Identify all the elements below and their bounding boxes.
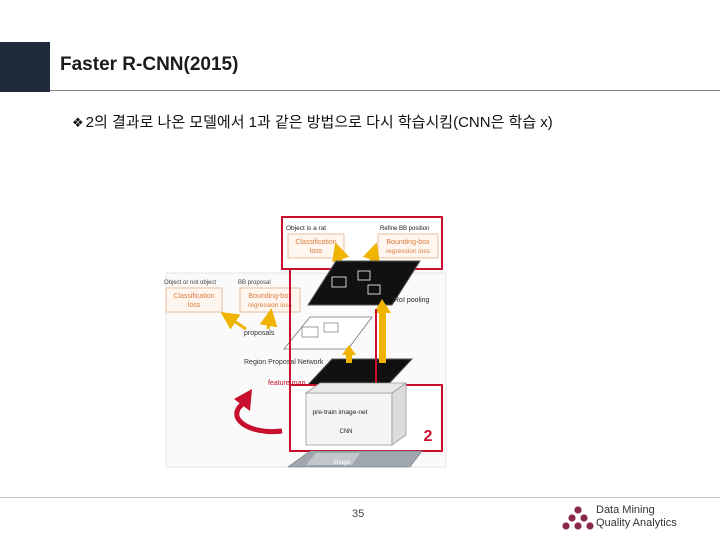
rpn-label: Region Proposal Network (244, 359, 324, 366)
page-title: Faster R-CNN(2015) (60, 54, 239, 75)
cnn-block-side (391, 382, 407, 446)
top-bbox-loss-box (377, 233, 439, 259)
roi-feature-layer (307, 260, 421, 306)
vertical-arrow-shaft (379, 309, 386, 363)
title-bar: Faster R-CNN(2015) (0, 42, 720, 92)
footer-divider (0, 497, 720, 498)
cnn-block (305, 392, 393, 446)
left-box-title-left: Object or not object (164, 280, 216, 286)
left-cls-loss-line2: loss (188, 302, 201, 309)
cnn-block-top (304, 382, 408, 394)
image-label: image (334, 460, 351, 466)
diagram-canvas: Object is a rat Refine BB position Class… (164, 216, 447, 468)
top-bb-loss-line1: Bounding-box (386, 239, 430, 246)
roi-pooling-label: RoI pooling (394, 297, 430, 304)
roi-region-b (357, 270, 371, 281)
arrow-to-left-bb-loss (259, 308, 278, 330)
top-cls-loss-line2: loss (310, 248, 323, 255)
bullet-item: ❖2의 결과로 나온 모델에서 1과 같은 방법으로 다시 학습시킴(CNN은 … (72, 111, 553, 132)
proposals-label: proposals (244, 330, 275, 337)
step-number-label: 2 (424, 428, 433, 445)
title-underline (50, 90, 720, 91)
red-curved-arrow (234, 400, 283, 435)
top-box-title-right: Refine BB position (380, 226, 429, 232)
logo-line-1: Data Mining (596, 504, 655, 516)
left-box-title-right: BB proposal (238, 280, 271, 286)
logo-dots-icon (562, 506, 594, 530)
title-accent-block (0, 42, 50, 92)
top-bb-loss-line2: regression loss (386, 248, 430, 255)
vertical-arrow-head (374, 299, 391, 313)
proposal-box-a (301, 326, 319, 338)
top-cls-loss-line1: Classification (295, 239, 336, 246)
page-number: 35 (352, 508, 365, 520)
left-bb-loss-line2: regression loss (248, 302, 292, 309)
faster-rcnn-diagram: Object is a rat Refine BB position Class… (160, 213, 448, 469)
logo-text: Data Mining Quality Analytics (596, 504, 677, 530)
red-curved-arrow-head (234, 389, 252, 411)
left-cls-loss-line1: Classification (173, 293, 214, 300)
left-bb-loss-line1: Bounding-box (248, 293, 292, 300)
arrow-to-left-cls-loss (220, 312, 247, 331)
roi-region-c (367, 284, 381, 295)
diamond-bullet-icon: ❖ (72, 115, 84, 130)
proposal-box-b (323, 322, 339, 333)
left-classification-loss-box (165, 287, 223, 313)
short-arrow-head (342, 345, 356, 355)
input-image-highlight (306, 453, 360, 465)
top-box-title-left: Object is a rat (286, 225, 326, 232)
pretrain-label: pre-train image-net (313, 409, 368, 416)
short-arrow-shaft (346, 353, 352, 363)
bullet-text: 2의 결과로 나온 모델에서 1과 같은 방법으로 다시 학습시킴(CNN은 학… (85, 114, 553, 131)
cnn-label: CNN (340, 429, 353, 435)
logo-line-2: Quality Analytics (596, 517, 677, 529)
data-mining-logo: Data Mining Quality Analytics (562, 503, 702, 535)
roi-region-a (331, 276, 347, 288)
feature-map-label: feature map (268, 380, 305, 387)
